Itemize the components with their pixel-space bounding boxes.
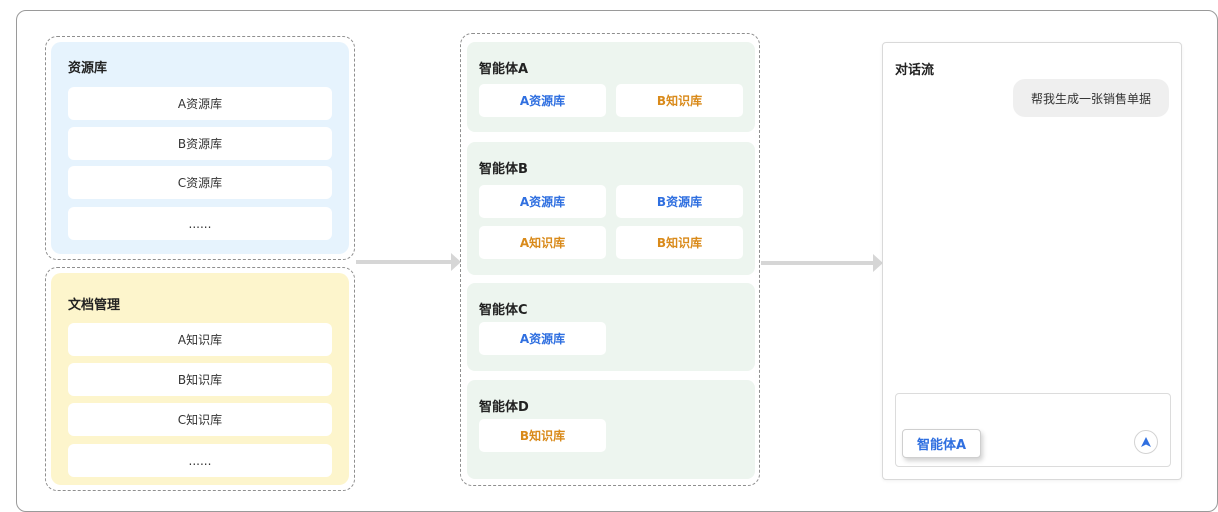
- chat-input[interactable]: 智能体A: [895, 393, 1171, 467]
- chat-window: 对话流 帮我生成一张销售单据 智能体A: [882, 42, 1182, 480]
- knowledge-item-more: ......: [68, 444, 332, 477]
- agent-tag-knowledge: B知识库: [479, 419, 606, 452]
- chat-title: 对话流: [895, 63, 935, 78]
- agent-name: 智能体B: [479, 162, 528, 177]
- agent-name: 智能体D: [479, 400, 529, 415]
- resource-item-more: ......: [68, 207, 332, 240]
- agent-card-d: 智能体D B知识库: [467, 380, 755, 479]
- knowledge-item: B知识库: [68, 363, 332, 396]
- resource-library-title: 资源库: [68, 61, 108, 76]
- agent-name: 智能体A: [479, 62, 529, 77]
- agent-tag-knowledge: A知识库: [479, 226, 606, 259]
- agent-tag-knowledge: B知识库: [616, 84, 743, 117]
- user-message-bubble: 帮我生成一张销售单据: [1012, 79, 1169, 117]
- resource-library-group: [45, 36, 355, 260]
- document-management-title: 文档管理: [68, 298, 121, 313]
- send-button[interactable]: [1134, 430, 1158, 454]
- agent-card-b: 智能体B A资源库 B资源库 A知识库 B知识库: [467, 142, 755, 275]
- flow-arrow-head: [873, 254, 883, 272]
- flow-arrow-head: [451, 253, 461, 271]
- resource-item: A资源库: [68, 87, 332, 120]
- send-arrow-icon: [1141, 437, 1151, 447]
- agent-tag-resource: A资源库: [479, 84, 606, 117]
- agent-tag-resource: B资源库: [616, 185, 743, 218]
- knowledge-item: C知识库: [68, 403, 332, 436]
- knowledge-item: A知识库: [68, 323, 332, 356]
- agent-name: 智能体C: [479, 303, 528, 318]
- agent-tag-resource: A资源库: [479, 185, 606, 218]
- flow-arrow-line: [356, 260, 452, 264]
- resource-item: C资源库: [68, 166, 332, 199]
- selected-agent-chip[interactable]: 智能体A: [902, 429, 982, 458]
- document-management-group: [45, 267, 355, 491]
- agent-card-c: 智能体C A资源库: [467, 283, 755, 371]
- agents-group: [460, 33, 760, 486]
- agent-tag-resource: A资源库: [479, 322, 606, 355]
- agent-card-a: 智能体A A资源库 B知识库: [467, 42, 755, 132]
- agent-tag-knowledge: B知识库: [616, 226, 743, 259]
- resource-item: B资源库: [68, 127, 332, 160]
- flow-arrow-line: [761, 261, 874, 265]
